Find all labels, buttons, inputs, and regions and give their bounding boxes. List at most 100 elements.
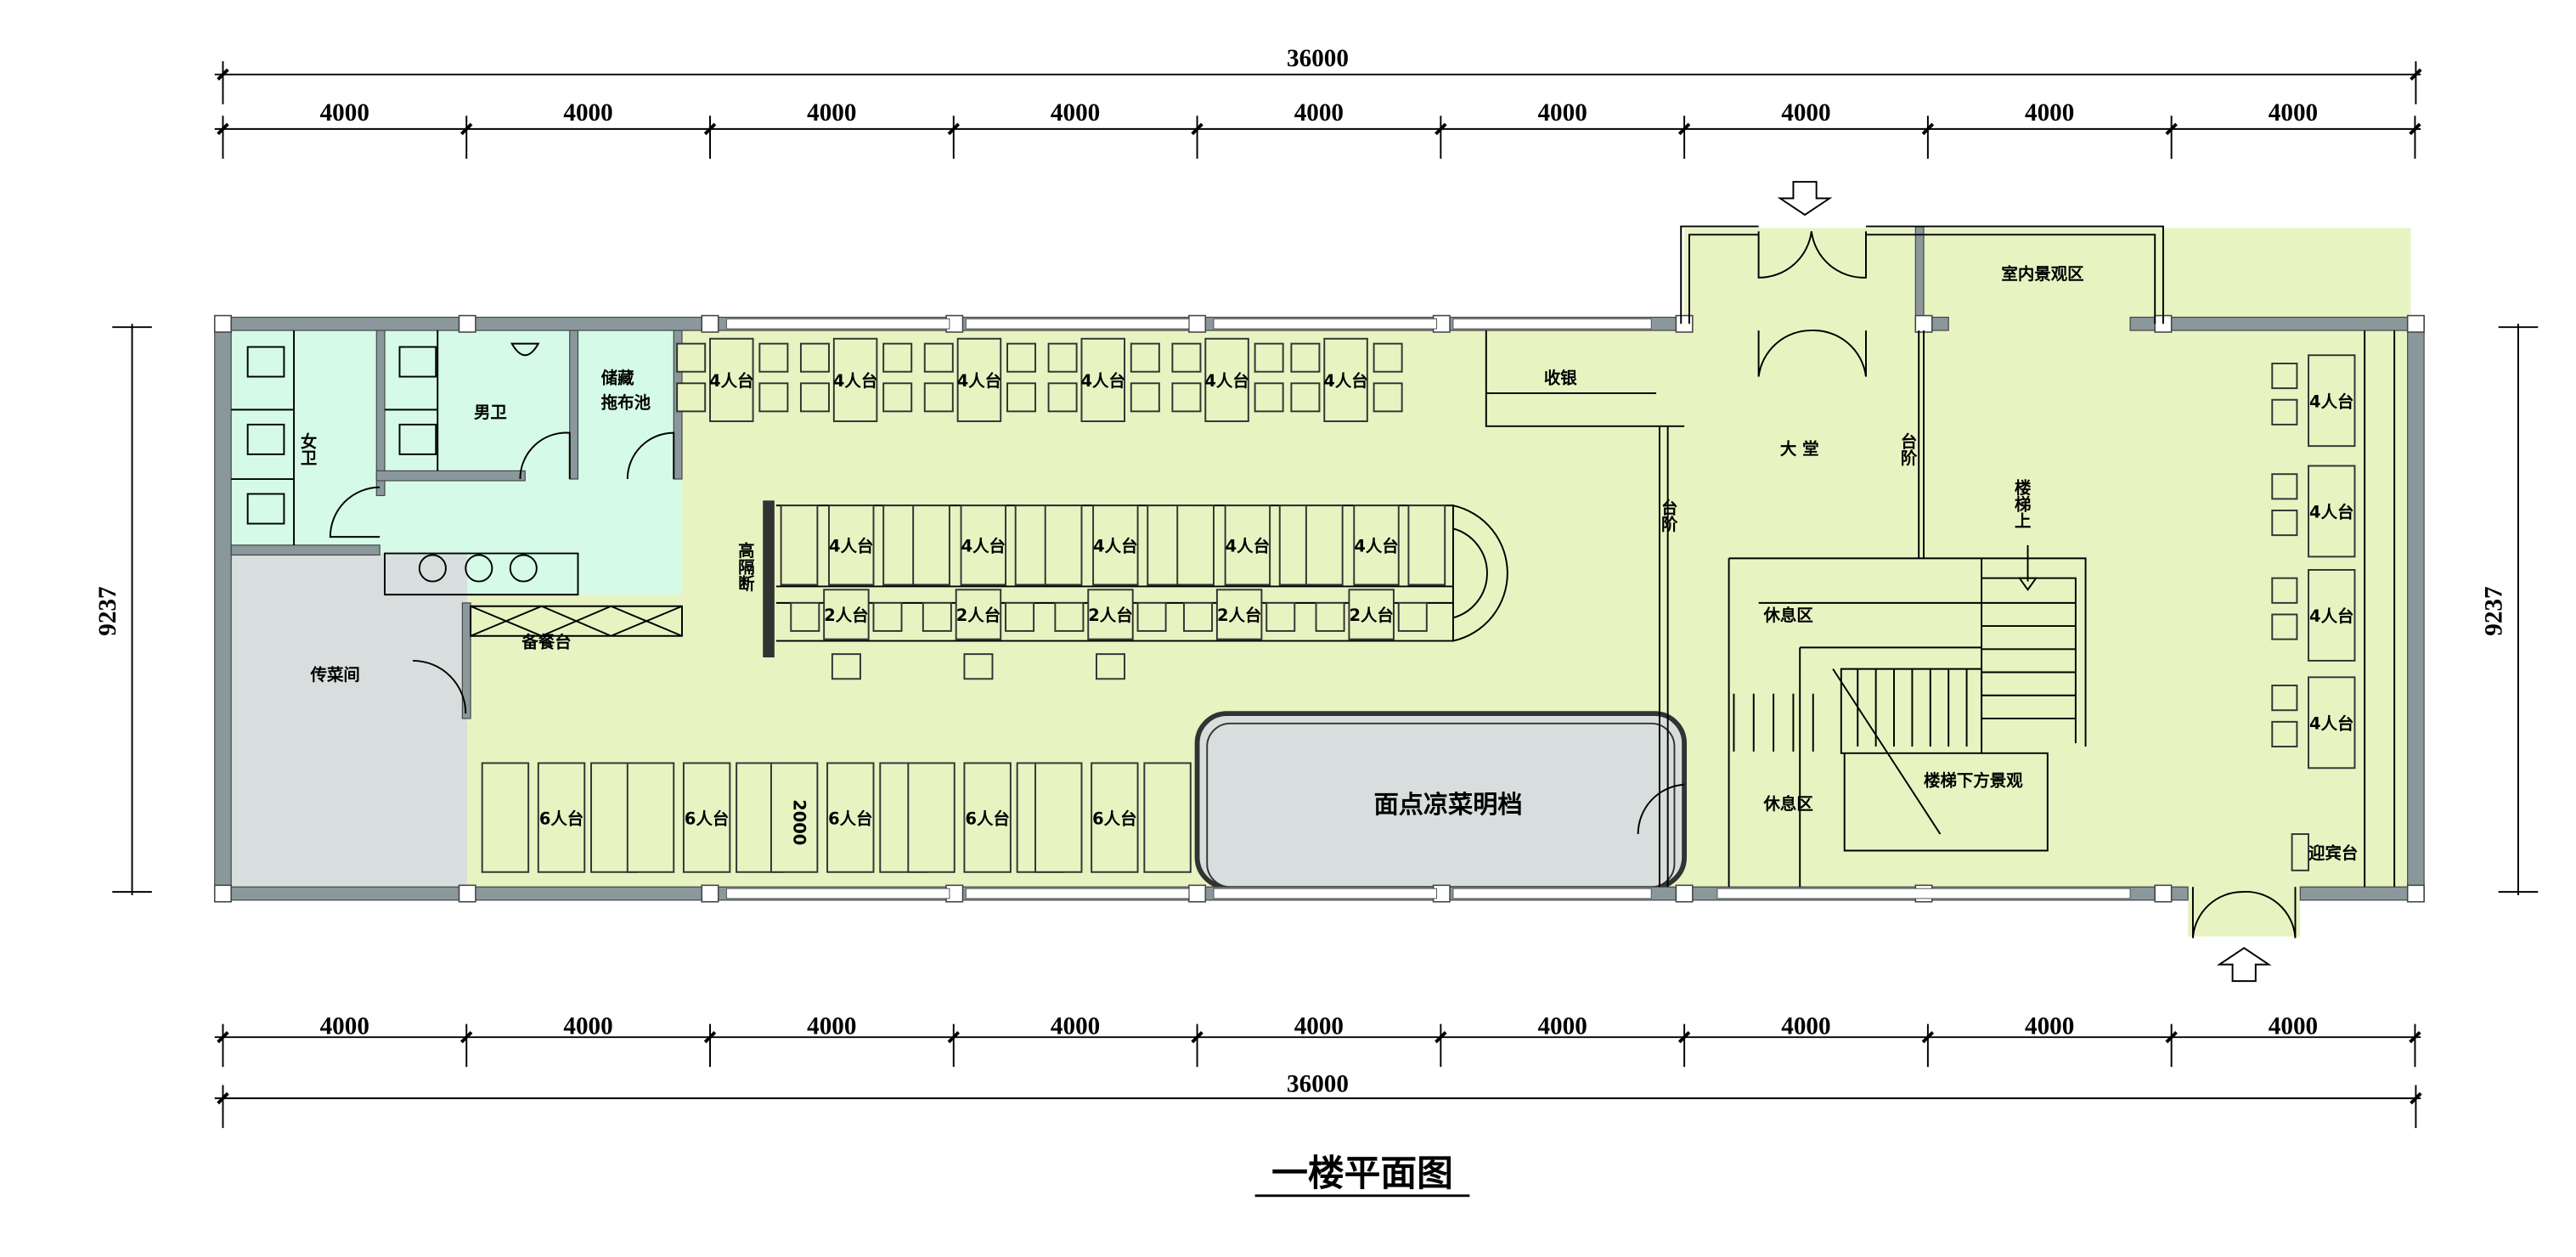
label-stairs-up: 楼梯上 [2011, 478, 2031, 528]
window [1452, 888, 1652, 899]
column [213, 314, 232, 333]
chair [1305, 504, 1344, 586]
stair-arrow [2017, 544, 2038, 591]
dining-table[interactable]: 2人台 [1315, 589, 1428, 640]
chair [1397, 601, 1428, 632]
dining-table[interactable]: 2人台 [922, 589, 1035, 640]
chair [1183, 601, 1214, 632]
table-top [1092, 504, 1139, 586]
chair [1136, 601, 1167, 632]
label-steps-left: 台阶 [1658, 498, 1677, 532]
table-label: 4人台 [957, 371, 1001, 391]
label-steps-right: 台阶 [1897, 432, 1917, 466]
dining-table[interactable]: 6人台 [481, 762, 639, 873]
table-label: 4人台 [2309, 392, 2353, 411]
dimension-bay-top: 4000 [2025, 99, 2074, 127]
dining-table[interactable]: 4人台 [2271, 354, 2356, 448]
dimension-bay-top: 4000 [563, 99, 612, 127]
dimension-bay-top: 4000 [1537, 99, 1587, 127]
chair [923, 342, 954, 373]
table-top [2308, 465, 2356, 558]
table-top [955, 589, 1002, 640]
table-top [1091, 762, 1139, 873]
table-label: 4人台 [2309, 714, 2353, 734]
dining-table[interactable]: 6人台 [1034, 762, 1192, 873]
dimension-bay-bottom: 4000 [807, 1012, 856, 1040]
toilet-icon [246, 493, 285, 525]
dining-table[interactable]: 4人台 [1305, 504, 1446, 586]
chair [2271, 613, 2298, 640]
table-label: 4人台 [1081, 371, 1125, 391]
dining-table[interactable]: 2人台 [1183, 589, 1296, 640]
table-top [1087, 589, 1134, 640]
dining-table[interactable]: 4人台 [676, 337, 789, 422]
chair [831, 653, 861, 680]
chair [2271, 473, 2298, 500]
chair [626, 762, 675, 873]
label-reception: 迎宾台 [2308, 843, 2358, 863]
label-open-kitchen: 面点凉菜明档 [1374, 790, 1523, 819]
table-label: 2人台 [824, 606, 868, 625]
dining-table[interactable]: 4人台 [2271, 676, 2356, 769]
chair [872, 601, 903, 632]
dining-table[interactable]: 2人台 [790, 589, 903, 640]
table-label: 4人台 [2309, 503, 2353, 522]
dining-table[interactable]: 4人台 [1290, 337, 1403, 422]
dining-table[interactable]: 4人台 [912, 504, 1053, 586]
dining-table[interactable]: 6人台 [626, 762, 784, 873]
table-label: 2人台 [1349, 606, 1393, 625]
entrance-porch [2188, 887, 2301, 937]
dimension-bay-bottom: 4000 [1294, 1012, 1344, 1040]
table-top [960, 504, 1007, 586]
dimension-bay-bottom: 4000 [320, 1012, 369, 1040]
dining-table[interactable]: 4人台 [780, 504, 921, 586]
chair [769, 762, 819, 873]
table-label: 4人台 [1323, 371, 1367, 391]
chair [1407, 504, 1446, 586]
chair [1047, 382, 1078, 413]
column [458, 314, 476, 333]
chair [1254, 382, 1284, 413]
chair [1054, 601, 1085, 632]
dining-table[interactable]: 4人台 [799, 337, 913, 422]
column [458, 884, 476, 903]
entrance-arrow-top [1777, 181, 1833, 217]
dining-table[interactable]: 4人台 [1176, 504, 1317, 586]
column [701, 314, 719, 333]
column [2406, 884, 2425, 903]
chair [2271, 577, 2298, 604]
chair [2271, 720, 2298, 747]
label-under-stair-landscape: 楼梯下方景观 [1924, 771, 2023, 791]
column [1914, 314, 1933, 333]
dining-table[interactable]: 4人台 [1171, 337, 1284, 422]
chair [790, 601, 820, 632]
chair [1290, 382, 1321, 413]
chair [882, 382, 913, 413]
dimension-bay-bottom: 4000 [1781, 1012, 1830, 1040]
chair [2271, 362, 2298, 390]
chair [1130, 342, 1160, 373]
chair [1176, 504, 1215, 586]
chair [1005, 601, 1035, 632]
chair [1130, 382, 1160, 413]
table-top [828, 504, 875, 586]
dimension-bay-top: 4000 [1051, 99, 1100, 127]
dining-table[interactable]: 4人台 [2271, 465, 2356, 558]
chair [481, 762, 530, 873]
column [2406, 314, 2425, 333]
window [1716, 888, 2131, 899]
chair [758, 342, 789, 373]
dining-table[interactable]: 4人台 [2271, 569, 2356, 662]
dimension-bay-top: 4000 [320, 99, 369, 127]
table-label: 4人台 [1204, 371, 1249, 391]
chair [1095, 653, 1125, 680]
table-label: 6人台 [685, 809, 729, 828]
dining-table[interactable]: 4人台 [1047, 337, 1160, 422]
high-partition [763, 500, 775, 658]
dining-table[interactable]: 4人台 [1044, 504, 1185, 586]
dining-table[interactable]: 2人台 [1054, 589, 1167, 640]
dining-table[interactable]: 4人台 [923, 337, 1037, 422]
chair [907, 762, 955, 873]
pass-room-area [231, 553, 468, 888]
table-label: 4人台 [1093, 537, 1137, 556]
